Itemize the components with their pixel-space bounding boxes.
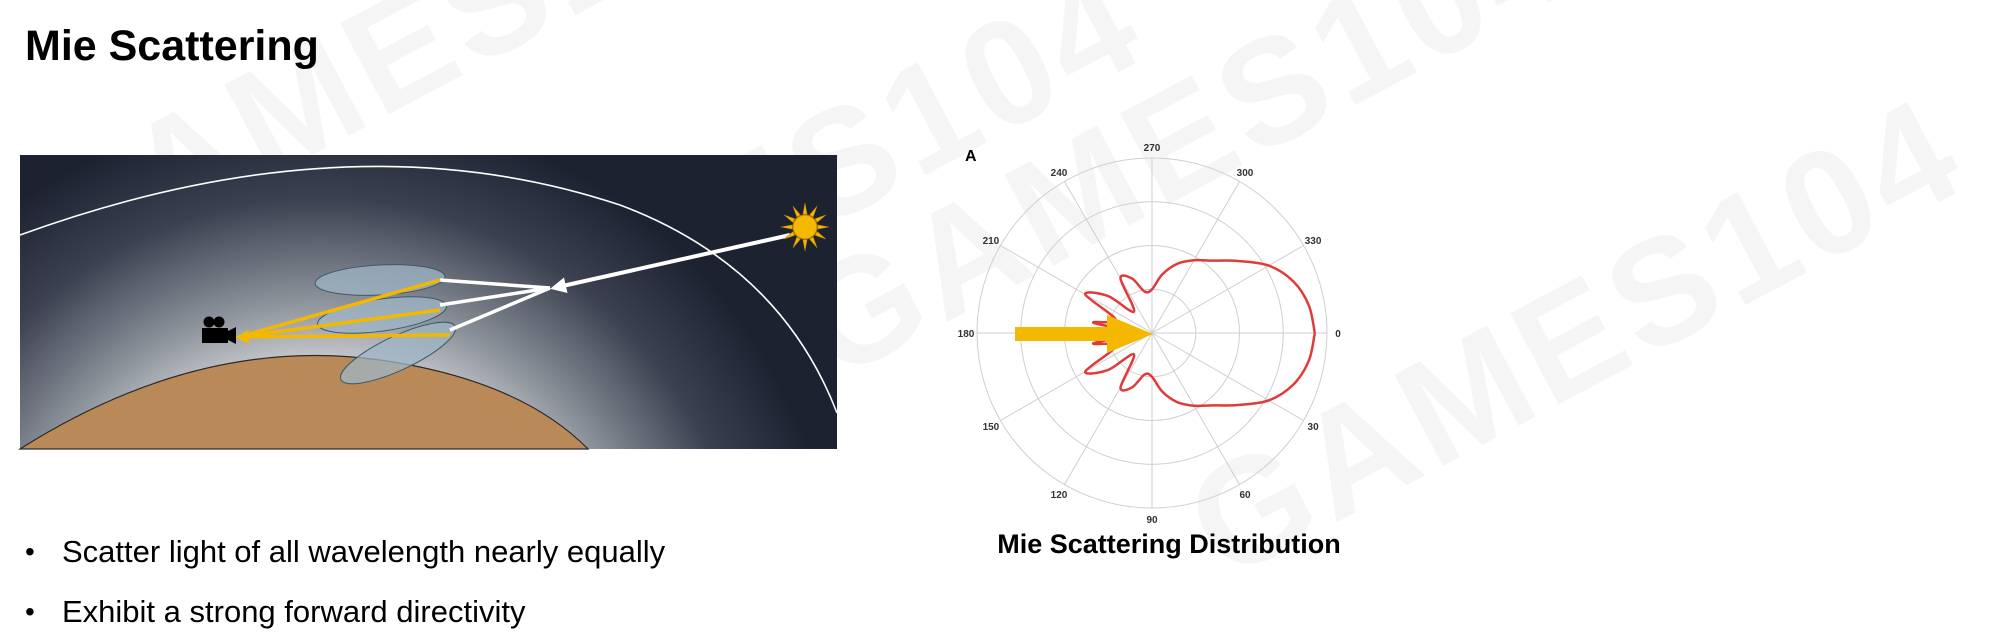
- polar-grid: [976, 157, 1328, 509]
- bullet-list: • Scatter light of all wavelength nearly …: [25, 522, 665, 642]
- scattering-illustration: [17, 155, 838, 450]
- scatter-ray-white-2: [439, 286, 551, 307]
- sun-ray: [817, 224, 830, 230]
- sun-ray: [780, 224, 793, 230]
- panel-label: A: [965, 148, 977, 165]
- polar-angle-label: 120: [1051, 490, 1068, 501]
- sun-ray: [784, 231, 796, 240]
- polar-angle-label: 150: [983, 422, 1000, 433]
- bullet-dot: •: [25, 536, 35, 567]
- incident-light-arrow: [1015, 315, 1153, 353]
- mie-phase-polar-plot: A 270 300 330 0 30 60 90 120 150 180 210 240: [958, 143, 1342, 526]
- sun-icon: [780, 202, 830, 252]
- sun-ray: [814, 214, 826, 223]
- polar-grid-spoke: [1064, 332, 1153, 485]
- sun-ray: [802, 239, 808, 252]
- scatter-ray-white-1: [439, 278, 551, 290]
- incident-light-ray: [550, 233, 791, 294]
- scatter-ray-yellow-3: [235, 329, 451, 344]
- polar-angle-label: 90: [1146, 515, 1158, 526]
- polar-angle-label: 0: [1335, 329, 1341, 340]
- bullet-dot: •: [25, 596, 35, 627]
- sun-ray: [792, 206, 801, 218]
- slide-title: Mie Scattering: [25, 22, 319, 70]
- polar-angle-label: 60: [1239, 490, 1251, 501]
- polar-angle-labels: 270 300 330 0 30 60 90 120 150 180 210 240: [958, 143, 1342, 526]
- polar-grid-spoke: [1151, 245, 1304, 334]
- bullet-item: • Scatter light of all wavelength nearly …: [25, 522, 665, 582]
- bullet-text: Scatter light of all wavelength nearly e…: [62, 534, 666, 569]
- atmosphere-boundary: [19, 165, 838, 414]
- polar-grid-spoke: [1000, 332, 1153, 421]
- sun-ray: [809, 236, 818, 248]
- sun-ray: [792, 236, 801, 248]
- camera-icon: [202, 316, 236, 344]
- sun-ray: [809, 206, 818, 218]
- polar-grid-spoke: [1151, 181, 1240, 334]
- bullet-text: Exhibit a strong forward directivity: [62, 594, 526, 629]
- scatter-ray-yellow-1: [245, 278, 441, 337]
- polar-grid-spoke: [1000, 245, 1153, 334]
- polar-grid-spoke: [1151, 332, 1304, 421]
- sun-ray: [784, 214, 796, 223]
- polar-angle-label: 210: [983, 236, 1000, 247]
- sun-ray: [802, 202, 808, 215]
- polar-angle-label: 330: [1305, 236, 1322, 247]
- polar-caption: Mie Scattering Distribution: [997, 529, 1341, 559]
- polar-grid-spoke: [1151, 332, 1240, 485]
- polar-angle-label: 240: [1051, 168, 1068, 179]
- scatter-ray-white-3: [449, 286, 551, 332]
- polar-angle-label: 270: [1144, 143, 1161, 154]
- polar-angle-label: 180: [958, 329, 975, 340]
- polar-grid-spoke: [1064, 181, 1153, 334]
- polar-angle-label: 30: [1308, 422, 1320, 433]
- bullet-item: • Exhibit a strong forward directivity: [25, 582, 665, 642]
- scatter-ray-yellow-2: [245, 308, 441, 338]
- polar-angle-label: 300: [1237, 168, 1254, 179]
- sun-ray: [814, 231, 826, 240]
